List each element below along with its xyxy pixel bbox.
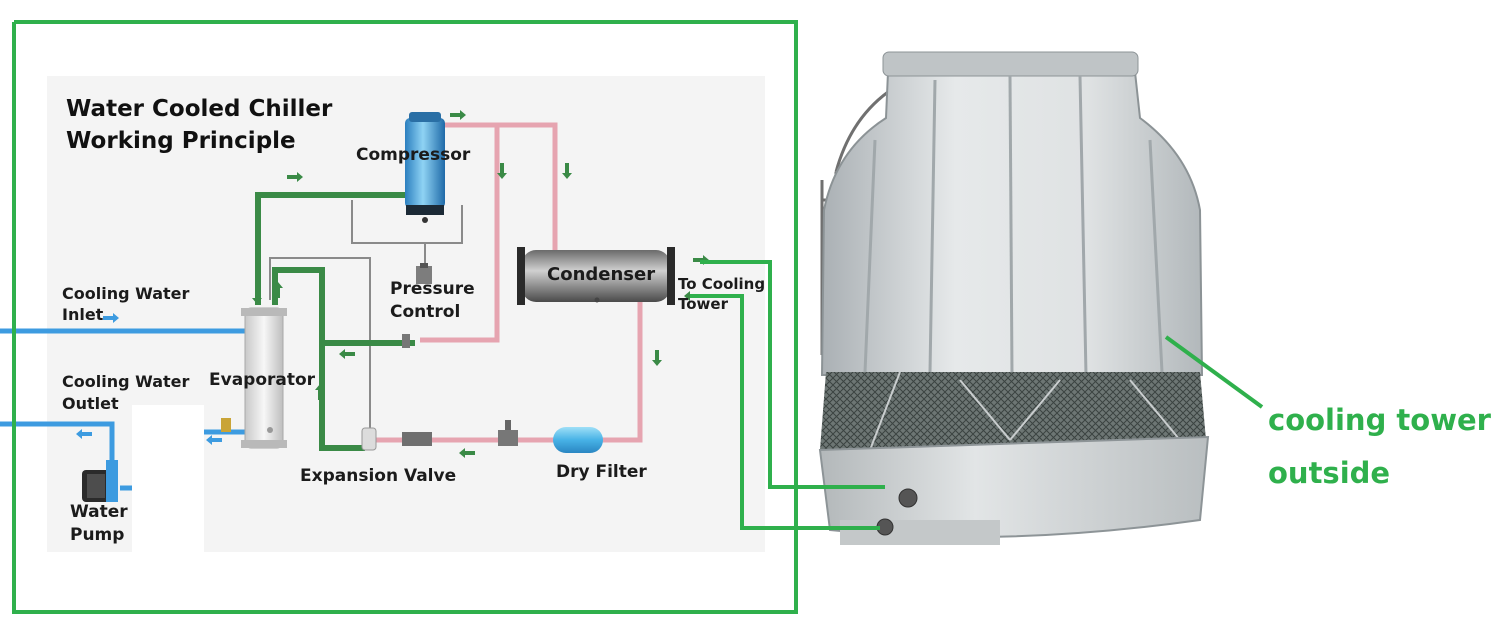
condenser-unit: [517, 247, 675, 305]
pressure-control-device: [402, 263, 432, 348]
cooling-tower-outside-label-line1: cooling tower: [1268, 403, 1491, 437]
green-refrigerant-lines: [255, 192, 415, 451]
arrow-icon: [652, 350, 662, 366]
dry-filter-label: Dry Filter: [556, 462, 647, 482]
arrow-icon: [103, 313, 119, 323]
evaporator-unit: [221, 307, 287, 449]
flow-arrows: [76, 110, 709, 458]
arrow-icon: [497, 163, 507, 179]
cooling-tower-illustration: [818, 51, 1210, 545]
arrow-icon: [206, 435, 222, 445]
pressure-control-label-line1: Pressure: [390, 279, 475, 299]
cooling-water-outlet-label-line1: Cooling Water: [62, 372, 190, 391]
arrow-icon: [76, 429, 92, 439]
pressure-control-label-line2: Control: [390, 302, 461, 322]
condenser-label: Condenser: [547, 264, 656, 285]
water-pump-device: [82, 405, 204, 555]
arrow-icon: [287, 172, 303, 182]
expansion-valve-label: Expansion Valve: [300, 466, 457, 486]
diagram-frame: [12, 20, 798, 614]
tower-outlet-port: [898, 488, 918, 508]
diagram-title-line1: Water Cooled Chiller: [66, 96, 333, 122]
arrow-icon: [459, 448, 475, 458]
tower-mesh-section: [820, 372, 1206, 450]
tower-top-cap: [882, 51, 1139, 77]
refrigerant-lines: [375, 122, 643, 443]
water-pump-label-line1: Water: [70, 502, 128, 522]
compressor-label: Compressor: [356, 145, 471, 165]
tower-connection-lines: [690, 260, 1264, 530]
cooling-water-inlet-label-line1: Cooling Water: [62, 284, 190, 303]
arrow-icon: [339, 349, 355, 359]
diagram-title-line2: Working Principle: [66, 128, 296, 154]
water-pump-label-line2: Pump: [70, 525, 125, 545]
cooling-tower-outside-label-line2: outside: [1268, 456, 1391, 490]
arrow-icon: [252, 288, 262, 304]
tower-ribs: [863, 75, 1164, 376]
to-cooling-tower-label-line1: To Cooling: [678, 275, 766, 293]
expansion-valve-device: [361, 420, 518, 451]
compressor-unit: [405, 112, 445, 223]
tower-base-skirt: [840, 520, 1000, 545]
dry-filter-device: [553, 427, 603, 453]
chiller-diagram-panel: [0, 76, 765, 555]
arrow-icon: [450, 110, 466, 120]
cooling-water-inlet-label-line2: Inlet: [62, 305, 104, 324]
arrow-icon: [562, 163, 572, 179]
cooling-water-outlet-label-line2: Outlet: [62, 394, 119, 413]
evaporator-label: Evaporator: [209, 370, 316, 390]
arrow-icon: [273, 282, 283, 298]
arrow-icon: [315, 384, 325, 400]
to-cooling-tower-label-line2: Tower: [678, 295, 728, 313]
